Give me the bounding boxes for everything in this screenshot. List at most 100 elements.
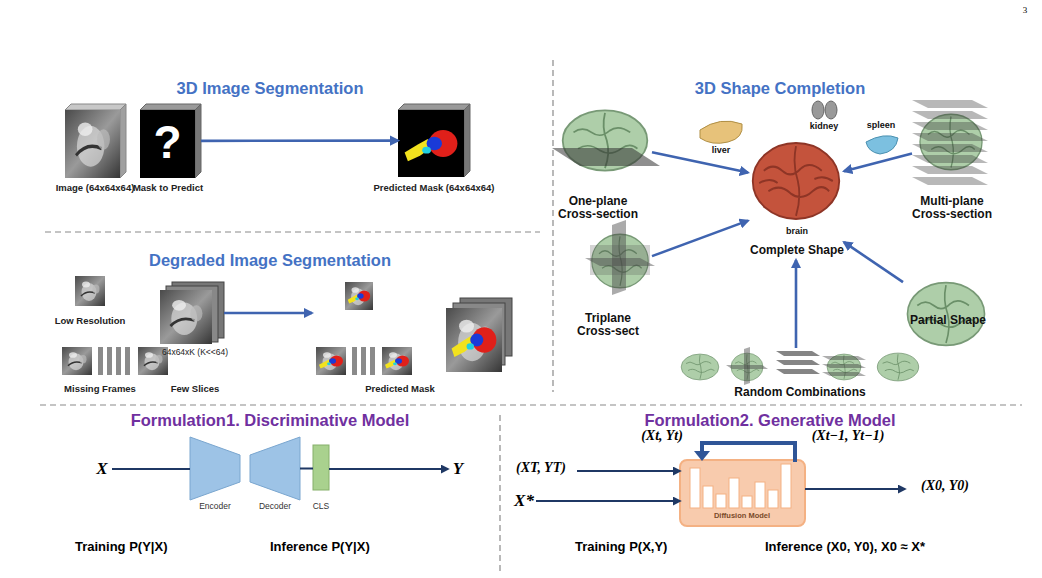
connector-arrow xyxy=(577,470,680,472)
node-label: Predicted Mask (64x64x64) xyxy=(364,183,504,194)
node-label: Missing Frames xyxy=(50,384,150,395)
shape-art xyxy=(912,144,988,152)
loop-arrow xyxy=(694,443,795,462)
organ-label: kidney xyxy=(802,121,846,131)
shape-art xyxy=(912,177,988,185)
node-label: Y xyxy=(448,458,468,480)
node-label: Triplane Cross-sect xyxy=(568,312,648,338)
shape-art xyxy=(912,166,988,174)
shape-art xyxy=(812,101,824,119)
shape-art xyxy=(552,148,660,166)
organ-label: spleen xyxy=(859,120,903,130)
network-art xyxy=(250,437,300,500)
node-label: X* xyxy=(512,490,536,512)
noisy-input: (XT, YT) xyxy=(505,460,577,482)
shape-art xyxy=(912,111,988,119)
network-art xyxy=(190,437,240,500)
mask-volume-art xyxy=(195,104,201,178)
connector-arrow xyxy=(201,139,398,142)
diffusion-art xyxy=(680,460,805,526)
shape-art xyxy=(877,353,918,381)
degraded-output-art xyxy=(361,347,366,375)
one-plane-shape: One-plane Cross-section xyxy=(560,108,652,173)
degraded-output-art xyxy=(316,347,346,375)
mask-volume-art xyxy=(140,110,195,178)
formula-caption: Training P(Y|X) xyxy=(75,540,215,555)
connector-arrow xyxy=(795,260,798,348)
predicted-volume-art xyxy=(405,130,458,161)
node-label: X xyxy=(92,458,112,480)
degraded-output-art xyxy=(345,282,373,310)
section-title: Degraded Image Segmentation xyxy=(90,251,450,270)
mask-volume-art xyxy=(140,104,201,110)
degraded-input-art xyxy=(160,290,212,344)
formula-caption: Inference P(Y|X) xyxy=(270,540,410,555)
shape-art xyxy=(681,354,719,380)
degraded-input-art xyxy=(62,347,92,375)
shape-art xyxy=(912,122,988,130)
node-label: Low Resolution xyxy=(40,316,140,327)
diffusion-art xyxy=(755,482,765,508)
missing-frames-strip: Missing Frames xyxy=(62,345,170,375)
predicted-volume-art xyxy=(398,110,464,177)
output-symbol: Y xyxy=(448,458,468,480)
decoder-block: Decoder xyxy=(250,437,300,500)
shape-art xyxy=(912,100,988,108)
degraded-output-art xyxy=(385,355,409,368)
shape-art xyxy=(822,356,866,360)
classifier-block: CLS xyxy=(313,445,329,490)
shape-art xyxy=(912,133,988,141)
degraded-input-art xyxy=(98,347,103,375)
page-rule xyxy=(45,231,540,232)
loop-arrow xyxy=(702,443,795,462)
section-title: Formulation2. Generative Model xyxy=(580,411,960,430)
shape-art xyxy=(590,245,650,275)
complete-shape: Complete Shape xyxy=(748,135,844,260)
shape-art xyxy=(776,351,820,356)
degraded-input-art xyxy=(107,347,112,375)
node-label: Multi-plane Cross-section xyxy=(907,195,997,221)
triplane-shape: Triplane Cross-sect xyxy=(586,225,652,293)
diffusion-art xyxy=(781,464,791,508)
degraded-output-art xyxy=(382,347,412,375)
image-volume: Image (64x64x64) xyxy=(65,104,126,178)
image-volume-art xyxy=(120,104,126,178)
network-art xyxy=(190,437,329,500)
page-rule xyxy=(552,60,553,392)
shape-art xyxy=(825,101,837,119)
shape-art xyxy=(822,372,866,376)
degraded-output-art xyxy=(316,282,512,375)
page-rule xyxy=(499,415,500,572)
node-label: (X0, Y0) xyxy=(905,478,985,494)
network-art xyxy=(313,445,329,490)
node-label: Mask to Predict xyxy=(123,183,213,194)
loop-arrow xyxy=(694,451,710,461)
shape-art xyxy=(877,366,918,381)
connector-arrow xyxy=(844,153,912,171)
degraded-output-art xyxy=(319,355,343,368)
image-volume-art xyxy=(65,104,126,178)
connector-arrow xyxy=(224,312,312,315)
formula-caption: Inference (X0, Y0), X0 ≈ X* xyxy=(765,540,995,555)
shape-art xyxy=(776,369,820,374)
formula-caption: Training P(X,Y) xyxy=(575,540,705,555)
node-label: Diffusion Model xyxy=(687,512,797,521)
diffusion-model-box: Diffusion Model xyxy=(680,460,805,526)
shape-art xyxy=(776,360,820,365)
diffusion-art xyxy=(703,486,713,508)
observed-input: X* xyxy=(512,490,536,512)
loop-label: (Xt−1, Yt−1) xyxy=(798,428,898,444)
node-label: One-plane Cross-section xyxy=(553,195,643,221)
mask-volume: ?Mask to Predict xyxy=(140,104,201,178)
image-volume-art xyxy=(65,104,126,110)
section-title: 3D Shape Completion xyxy=(600,79,960,98)
connector-arrow xyxy=(844,242,903,282)
predicted-mask-group: Predicted Mask xyxy=(312,280,512,377)
node-label: Partial Shape xyxy=(898,314,998,327)
shape-art xyxy=(912,155,988,163)
section-title: 3D Image Segmentation xyxy=(90,79,450,98)
organ-label: liver xyxy=(701,145,741,155)
degraded-input-art xyxy=(75,276,105,306)
node-label: Complete Shape xyxy=(737,244,857,257)
